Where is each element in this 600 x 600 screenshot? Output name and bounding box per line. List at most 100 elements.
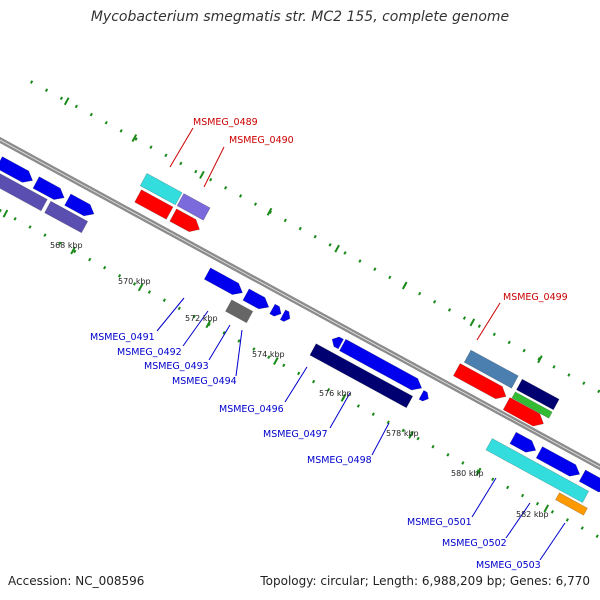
tick-dash bbox=[70, 246, 76, 255]
cds-feature[interactable] bbox=[463, 349, 519, 389]
cds-feature[interactable] bbox=[535, 446, 581, 477]
tick-dash bbox=[595, 534, 599, 539]
cds-feature[interactable] bbox=[309, 343, 414, 409]
cds-feature[interactable] bbox=[509, 431, 537, 453]
tick-dash bbox=[506, 485, 510, 490]
gene-label[interactable]: MSMEG_0493 bbox=[144, 361, 209, 372]
cds-feature[interactable] bbox=[176, 193, 211, 221]
cds-feature[interactable] bbox=[0, 171, 48, 212]
gene-label[interactable]: MSMEG_0489 bbox=[193, 117, 258, 128]
tick-dash bbox=[283, 218, 287, 223]
cds-feature[interactable] bbox=[339, 338, 423, 391]
gene-label[interactable]: MSMEG_0492 bbox=[117, 347, 182, 358]
cds-feature[interactable] bbox=[418, 389, 429, 402]
tick-dash bbox=[326, 387, 331, 392]
tick-label: 570 kbp bbox=[118, 277, 151, 286]
gene-label[interactable]: MSMEG_0491 bbox=[90, 332, 155, 343]
tick-dash bbox=[401, 281, 408, 290]
cds-feature[interactable] bbox=[139, 172, 183, 206]
cds-feature[interactable] bbox=[516, 378, 560, 411]
cds-feature[interactable] bbox=[0, 156, 34, 183]
gene-label[interactable]: MSMEG_0498 bbox=[307, 455, 372, 466]
tick-dash bbox=[447, 308, 452, 312]
tick-dash bbox=[2, 209, 9, 218]
cds-feature[interactable] bbox=[331, 336, 344, 350]
cds-feature[interactable] bbox=[242, 288, 270, 310]
tick-dash bbox=[267, 355, 271, 359]
tick-dash bbox=[89, 112, 93, 117]
tick-dash bbox=[431, 444, 435, 449]
cds-feature[interactable] bbox=[44, 200, 89, 234]
tick-dash bbox=[29, 80, 34, 84]
tick-dash bbox=[582, 381, 586, 385]
leader-line bbox=[182, 310, 209, 347]
tick-dash bbox=[580, 526, 584, 530]
tick-dash bbox=[147, 290, 152, 294]
tick-dash bbox=[418, 291, 422, 296]
cds-feature[interactable] bbox=[225, 299, 254, 324]
tick-label: 568 kbp bbox=[50, 241, 83, 250]
tick-dash bbox=[522, 348, 526, 353]
cds-feature[interactable] bbox=[134, 189, 174, 220]
cds-feature[interactable] bbox=[32, 176, 65, 200]
cds-feature[interactable] bbox=[203, 267, 243, 295]
tick-dash bbox=[565, 518, 569, 522]
cds-feature[interactable] bbox=[169, 208, 200, 233]
tick-dash bbox=[312, 379, 316, 384]
tick-label: 582 kbp bbox=[516, 510, 549, 519]
tick-dash bbox=[28, 225, 32, 229]
backbone-line bbox=[0, 140, 600, 471]
gene-label[interactable]: MSMEG_0499 bbox=[503, 292, 568, 303]
tick-dash bbox=[237, 339, 241, 343]
tick-dash bbox=[73, 249, 77, 254]
cds-feature[interactable] bbox=[64, 193, 95, 217]
tick-dash bbox=[416, 436, 420, 441]
tick-dash bbox=[282, 363, 286, 368]
gene-label[interactable]: MSMEG_0494 bbox=[172, 376, 237, 387]
tick-dash bbox=[340, 393, 347, 402]
tick-dash bbox=[209, 177, 213, 182]
cds-feature[interactable] bbox=[502, 397, 544, 427]
tick-dash bbox=[358, 259, 362, 263]
tick-dash bbox=[373, 267, 377, 272]
cds-feature[interactable] bbox=[279, 309, 291, 322]
gene-label[interactable]: MSMEG_0490 bbox=[229, 135, 294, 146]
gene-label[interactable]: MSMEG_0503 bbox=[476, 560, 541, 571]
tick-dash bbox=[475, 467, 482, 476]
gene-label[interactable]: MSMEG_0501 bbox=[407, 517, 472, 528]
backbone bbox=[0, 136, 600, 471]
tick-label: 574 kbp bbox=[252, 350, 285, 359]
tick-dash bbox=[74, 104, 78, 109]
tick-dash bbox=[134, 137, 138, 141]
tick-dash bbox=[477, 324, 481, 328]
cds-feature[interactable] bbox=[269, 303, 282, 317]
gene-label[interactable]: MSMEG_0502 bbox=[442, 538, 507, 549]
tick-dash bbox=[356, 404, 360, 408]
tick-dash bbox=[199, 170, 205, 179]
cds-feature[interactable] bbox=[578, 469, 600, 493]
tick-dash bbox=[149, 145, 153, 149]
cds-feature[interactable] bbox=[452, 363, 507, 400]
tick-dash bbox=[313, 234, 317, 239]
cds-feature[interactable] bbox=[511, 391, 553, 419]
tick-dash bbox=[194, 169, 198, 174]
tick-dash bbox=[461, 461, 465, 465]
gene-label[interactable]: MSMEG_0497 bbox=[263, 429, 328, 440]
tick-dash bbox=[535, 501, 540, 506]
tick-dash bbox=[537, 355, 543, 364]
tick-dash bbox=[520, 493, 525, 498]
tick-dash bbox=[104, 120, 108, 125]
cds-feature[interactable] bbox=[485, 438, 590, 504]
tick-dash bbox=[179, 161, 183, 166]
backbone-line bbox=[0, 136, 600, 467]
tick-label: 578 kbp bbox=[386, 429, 419, 438]
tick-dash bbox=[44, 88, 49, 92]
leader-line bbox=[284, 366, 308, 403]
tick-dash bbox=[253, 202, 258, 206]
tick-dash bbox=[238, 194, 243, 198]
gene-label[interactable]: MSMEG_0496 bbox=[219, 404, 284, 415]
tick-dash bbox=[507, 340, 511, 345]
cds-feature[interactable] bbox=[555, 492, 588, 516]
leader-line bbox=[203, 146, 225, 188]
